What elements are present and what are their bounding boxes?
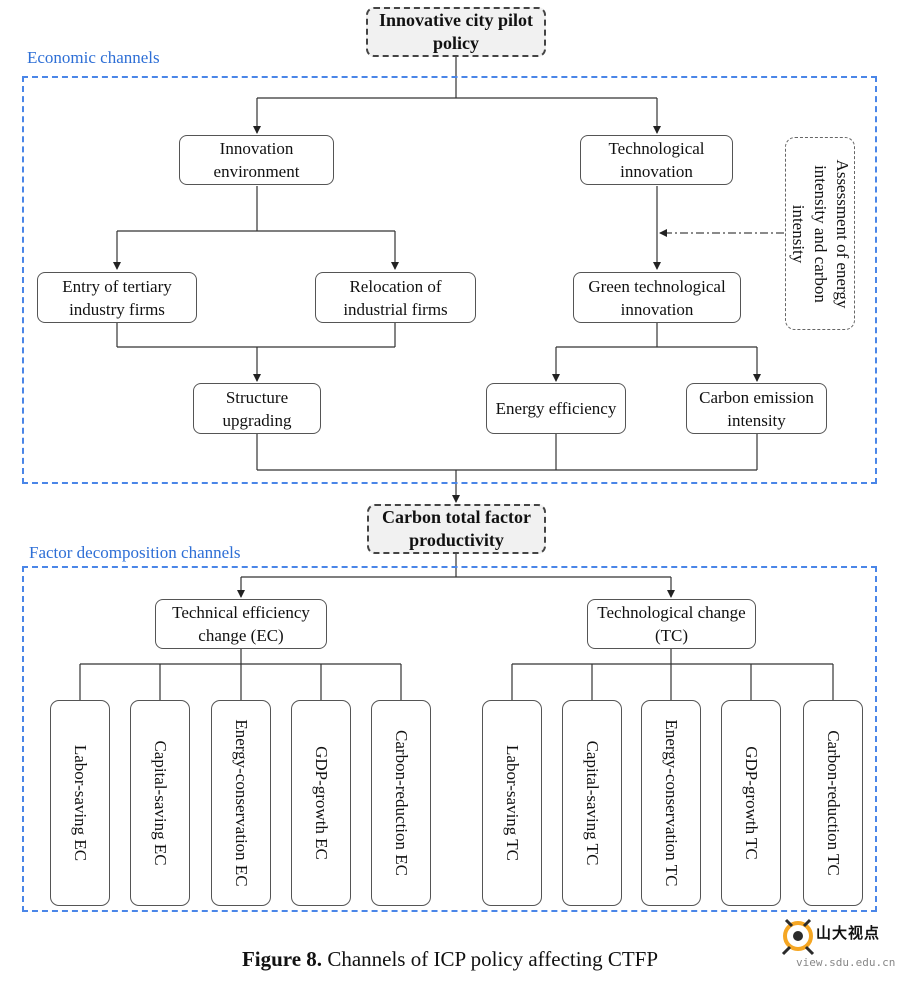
tc-node: Technological change (TC) [587,599,756,649]
watermark-emblem-icon [781,918,815,956]
carbon-emission-intensity-node: Carbon emission intensity [686,383,827,434]
tc-item-label: Energy-conservation TC [662,719,681,887]
tc-item: Capital-saving TC [562,700,622,906]
tc-item-label: GDP-growth TC [742,746,761,860]
structure-upgrading-node: Structure upgrading [193,383,321,434]
tc-item-label: Labor-saving TC [503,745,522,861]
ec-item-label: Capital-saving EC [151,740,170,866]
ec-item: Labor-saving EC [50,700,110,906]
tc-item: Energy-conservation TC [641,700,701,906]
ec-item-label: Carbon-reduction EC [392,730,411,876]
watermark-brand: 山大视点 [816,924,881,942]
ec-item: Energy-conservation EC [211,700,271,906]
figure-caption: Figure 8. Channels of ICP policy affecti… [0,947,900,972]
ec-item: Capital-saving EC [130,700,190,906]
ec-node: Technical efficiency change (EC) [155,599,327,649]
tc-item-label: Capital-saving TC [583,740,602,866]
ec-item-label: GDP-growth EC [312,746,331,860]
economic-channels-label: Economic channels [25,48,162,68]
ctfp-node: Carbon total factor productivity [367,504,546,554]
watermark-logo: 山大视点 view.sdu.edu.cn [780,914,898,978]
green-innovation-node: Green technological innovation [573,272,741,323]
tc-item-label: Carbon-reduction TC [824,730,843,876]
factor-channels-label: Factor decomposition channels [27,543,243,563]
economic-channels-frame [22,76,877,484]
relocation-industrial-node: Relocation of industrial firms [315,272,476,323]
ec-item-label: Energy-conservation EC [232,719,251,887]
ec-item-label: Labor-saving EC [71,744,90,862]
ec-item: GDP-growth EC [291,700,351,906]
assessment-note: Assessment of energy intensity and carbo… [785,137,855,330]
figure-caption-text: Channels of ICP policy affecting CTFP [322,947,659,971]
assessment-text: Assessment of energy intensity and carbo… [789,159,852,308]
energy-efficiency-node: Energy efficiency [486,383,626,434]
tc-item: Carbon-reduction TC [803,700,863,906]
factor-channels-frame [22,566,877,912]
innovation-environment-node: Innovation environment [179,135,334,185]
tc-item: GDP-growth TC [721,700,781,906]
tc-item: Labor-saving TC [482,700,542,906]
ec-item: Carbon-reduction EC [371,700,431,906]
technological-innovation-node: Technological innovation [580,135,733,185]
figure-label: Figure 8. [241,947,323,971]
icp-policy-node: Innovative city pilot policy [366,7,546,57]
entry-tertiary-node: Entry of tertiary industry firms [37,272,197,323]
watermark-url: view.sdu.edu.cn [796,956,896,969]
